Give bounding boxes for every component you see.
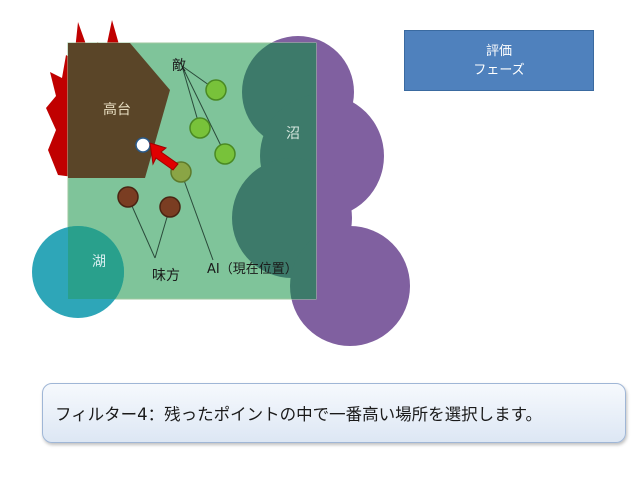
swamp-circle	[290, 236, 316, 299]
enemy-line	[181, 65, 226, 155]
swamp-label: 沼	[286, 126, 300, 142]
enemy-label: 敵	[172, 58, 186, 74]
swamp-circle	[290, 226, 410, 346]
ally-label: 味方	[152, 268, 180, 284]
swamp-overlap	[232, 43, 316, 299]
ally-line	[127, 196, 156, 259]
phase-line-2: フェーズ	[473, 63, 525, 78]
lake-inner	[68, 226, 124, 299]
phase-line-1: 評価	[485, 44, 512, 59]
enemy-line	[181, 65, 201, 129]
lake-label: 湖	[92, 254, 106, 270]
ally-unit	[159, 196, 181, 218]
enemy-unit	[189, 117, 211, 139]
ally-units	[117, 186, 181, 218]
selected-point	[135, 137, 151, 153]
move-arrow	[149, 142, 179, 171]
ai-line	[180, 171, 214, 261]
enemy-unit	[214, 143, 236, 165]
caption-text: フィルター4：残ったポイントの中で一番高い場所を選択します。	[55, 405, 543, 424]
enemy-units	[189, 79, 236, 165]
caption-box: フィルター4：残ったポイントの中で一番高い場所を選択します。	[42, 383, 626, 443]
plateau-label: 高台	[103, 101, 131, 118]
swamp-circle	[232, 158, 316, 278]
ai-label: AI（現在位置）	[207, 262, 298, 277]
enemy-unit	[205, 79, 227, 101]
phase-box: 評価 フェーズ	[404, 30, 594, 91]
ally-unit	[117, 186, 139, 208]
